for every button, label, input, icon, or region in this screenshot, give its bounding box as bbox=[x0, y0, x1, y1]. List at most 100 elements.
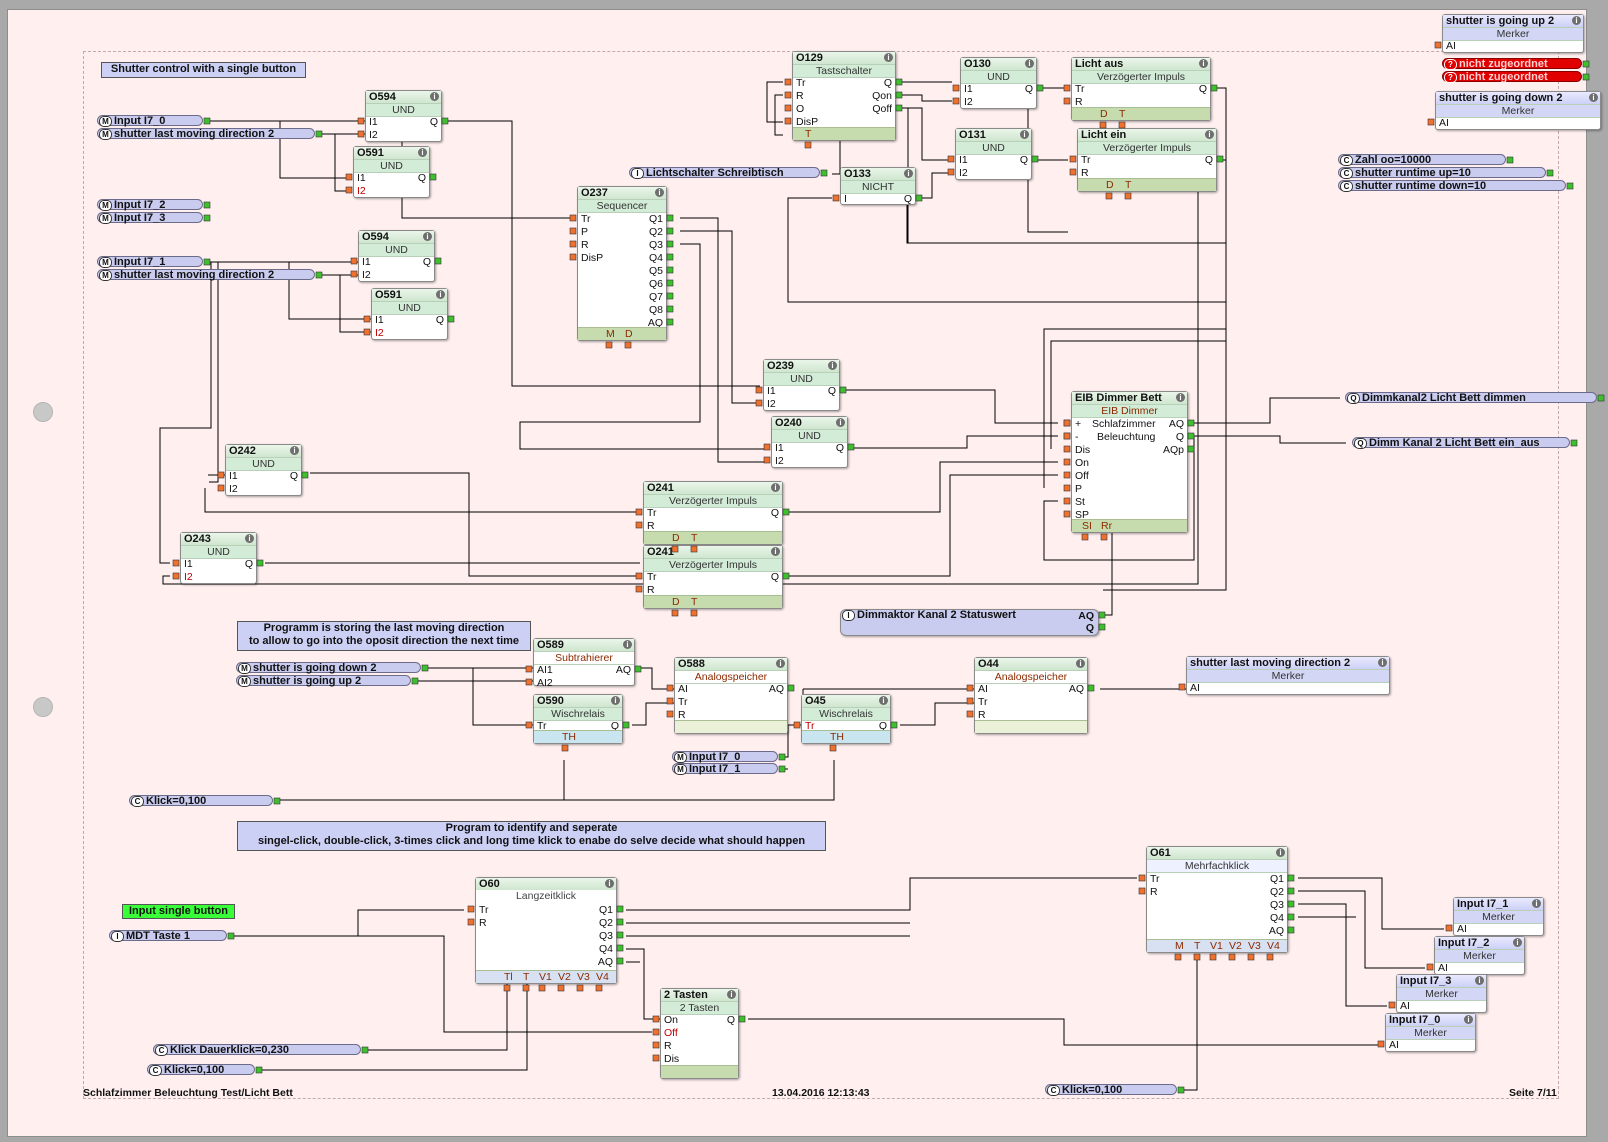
wire bbox=[1298, 890, 1425, 969]
wire bbox=[204, 488, 640, 513]
wire bbox=[1103, 87, 1227, 591]
wire bbox=[680, 230, 760, 404]
wire bbox=[626, 948, 660, 1020]
wire bbox=[848, 435, 1058, 449]
wire bbox=[1189, 435, 1346, 444]
wire bbox=[1183, 955, 1198, 1091]
terminal-nicht-zugeordnet-1[interactable]: ?nicht zugeordnet bbox=[1442, 58, 1582, 70]
wire bbox=[519, 243, 768, 450]
wire bbox=[832, 389, 1058, 424]
wire bbox=[897, 107, 952, 161]
wire bbox=[1050, 340, 1226, 449]
note-storing-direction: Programm is storing the last moving dire… bbox=[237, 621, 531, 651]
punch-hole bbox=[33, 402, 53, 422]
wire bbox=[209, 262, 219, 483]
wire bbox=[279, 121, 350, 179]
wire bbox=[288, 262, 371, 320]
terminal-nicht-zugeordnet-2[interactable]: ?nicht zugeordnet bbox=[1442, 71, 1582, 83]
wire bbox=[1027, 101, 1068, 233]
wire bbox=[636, 667, 676, 690]
wire bbox=[783, 461, 1058, 513]
wire bbox=[358, 935, 652, 1033]
wire bbox=[260, 982, 528, 1071]
wire bbox=[310, 472, 640, 577]
wire bbox=[334, 134, 350, 192]
page-title: Schlafzimmer Beleuchtung Test/Licht Bett bbox=[83, 1087, 293, 1099]
schematic-sheet[interactable] bbox=[7, 9, 1587, 1137]
wire bbox=[900, 702, 976, 726]
wire bbox=[774, 94, 783, 136]
wire bbox=[278, 760, 565, 801]
wire bbox=[472, 668, 535, 726]
wire bbox=[632, 702, 676, 726]
wire bbox=[159, 262, 212, 564]
page-number: Seite 7/11 bbox=[1509, 1087, 1557, 1099]
wire bbox=[783, 474, 1058, 577]
wire bbox=[680, 217, 768, 463]
wire bbox=[339, 275, 371, 333]
wire bbox=[162, 160, 1199, 585]
page-timestamp: 13.04.2016 12:13:43 bbox=[772, 1087, 870, 1099]
wire bbox=[1043, 328, 1226, 488]
note-input-single-button: Input single button bbox=[122, 904, 235, 919]
wire bbox=[564, 760, 835, 801]
